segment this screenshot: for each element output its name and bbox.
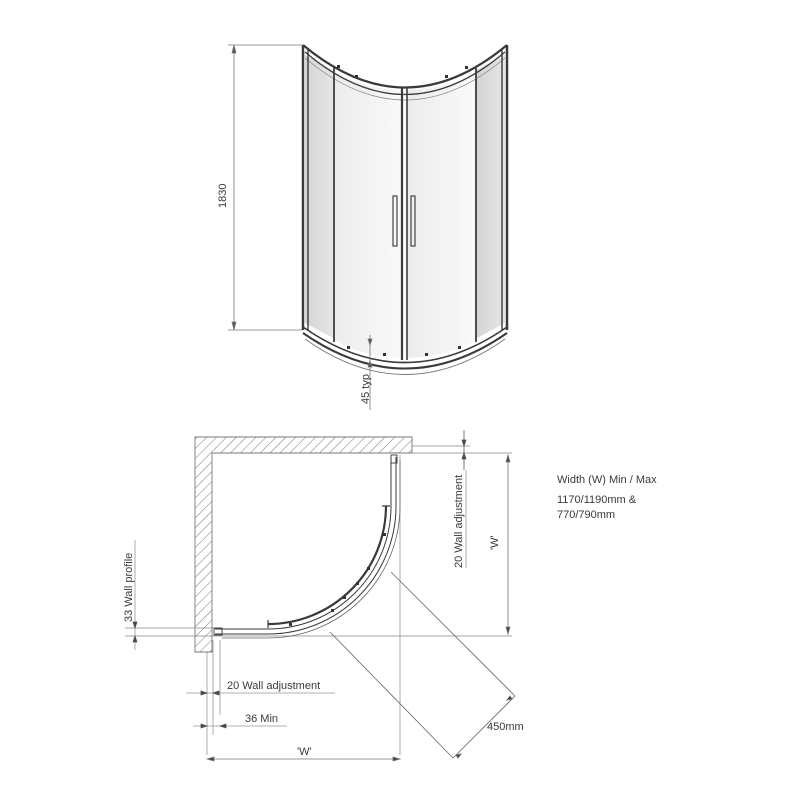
plan-view — [125, 430, 516, 762]
top-track — [302, 44, 508, 101]
wall-profile-label: 33 Wall profile — [123, 552, 135, 622]
wall-profile-dim — [132, 540, 138, 650]
width-bottom-dim — [205, 756, 402, 762]
rollers — [337, 65, 468, 356]
wall-adjustment-horizontal-label: 20 Wall adjustment — [227, 680, 321, 692]
plan-rollers — [289, 533, 386, 626]
right-side-panel — [477, 55, 505, 338]
door-handles — [392, 195, 416, 247]
height-label: 1830 — [217, 183, 229, 208]
frame-profiles — [301, 45, 509, 360]
width-spec-note: Width (W) Min / Max 1170/1190mm & 770/79… — [557, 473, 657, 523]
spec-title: Width (W) Min / Max — [557, 474, 657, 486]
door-opening-dim — [329, 571, 516, 759]
quadrant-enclosure — [213, 454, 401, 639]
width-right-label: 'W' — [489, 535, 501, 550]
wall-adjustment-vertical-label: 20 Wall adjustment — [453, 474, 465, 568]
wall-adjustment-horizontal-dim — [186, 690, 335, 696]
base-dim-label: 45 typ — [360, 374, 372, 404]
spec-line-2: 770/790mm — [557, 509, 616, 521]
elevation-view — [228, 44, 509, 410]
wall-adjustment-vertical-dim — [461, 430, 467, 568]
spec-line-1: 1170/1190mm & — [557, 494, 637, 506]
width-bottom-label: 'W' — [297, 746, 312, 758]
bottom-track — [302, 326, 508, 375]
left-side-panel — [305, 55, 333, 338]
right-door-panel — [408, 72, 475, 358]
left-door-panel — [335, 72, 402, 358]
wall-hatched — [194, 436, 413, 653]
min-label: 36 Min — [245, 713, 279, 725]
base-dimension — [367, 335, 373, 410]
min-dim — [193, 723, 287, 729]
door-opening-label: 450mm — [487, 721, 524, 733]
width-right-dim — [505, 453, 511, 636]
height-dimension — [228, 44, 302, 331]
